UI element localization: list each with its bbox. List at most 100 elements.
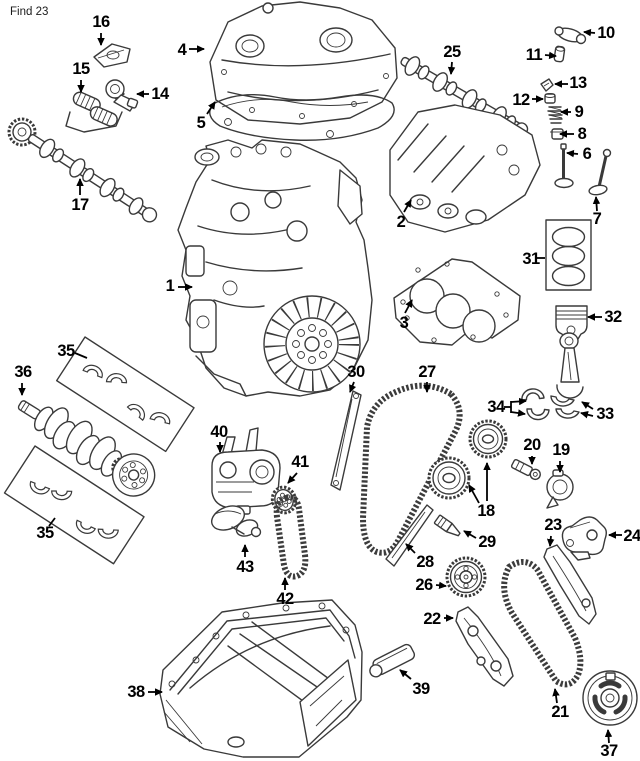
callout-30-arrow: [349, 381, 357, 393]
callout-38[interactable]: 38: [127, 683, 145, 701]
part-oil-pump-chain-42: [273, 494, 309, 580]
callout-6[interactable]: 6: [583, 145, 593, 163]
callout-26[interactable]: 26: [415, 576, 433, 594]
callout-6-arrow: [566, 149, 579, 158]
callout-32[interactable]: 32: [604, 308, 622, 326]
part-main-bearing-set-lower: [3, 445, 145, 565]
part-intake-valve-6: [554, 143, 574, 189]
callout-39-arrow: [399, 669, 412, 680]
callout-18[interactable]: 18: [477, 502, 495, 520]
callout-23[interactable]: 23: [544, 516, 562, 534]
callout-41[interactable]: 41: [291, 453, 309, 471]
part-main-bearing-set-upper: [55, 336, 195, 453]
callout-14[interactable]: 14: [151, 85, 170, 103]
callout-37-arrow: [604, 729, 613, 744]
callout-43[interactable]: 43: [236, 558, 254, 576]
callout-12[interactable]: 12: [512, 91, 530, 109]
part-valve-lifter-11: [553, 45, 566, 63]
callout-19[interactable]: 19: [552, 441, 570, 459]
part-sensor-14: [105, 79, 139, 112]
parts-layer: [3, 1, 638, 758]
part-valve-spring-9: [547, 106, 563, 124]
callout-15[interactable]: 15: [72, 60, 90, 78]
callout-layer: 1234567891011121314151617181920212223242…: [14, 13, 640, 760]
callout-23-arrow: [546, 535, 555, 547]
callout-3[interactable]: 3: [400, 314, 410, 332]
part-exhaust-valve-7: [588, 148, 612, 196]
callout-35-leader: [74, 352, 88, 359]
part-camshaft-17: [7, 117, 158, 223]
callout-33-arrow: [580, 411, 594, 419]
callout-34[interactable]: 34: [487, 398, 506, 416]
callout-35[interactable]: 35: [57, 342, 75, 360]
callout-2[interactable]: 2: [397, 213, 407, 231]
callout-1[interactable]: 1: [166, 277, 176, 295]
callout-7[interactable]: 7: [593, 210, 603, 228]
part-cylinder-head: [389, 104, 541, 233]
callout-9[interactable]: 9: [575, 103, 585, 121]
callout-21[interactable]: 21: [551, 703, 569, 721]
part-rocker-arm-10: [554, 26, 587, 45]
callout-39[interactable]: 39: [412, 680, 430, 698]
callout-8[interactable]: 8: [578, 125, 588, 143]
part-guide-rail-28: [385, 504, 434, 567]
part-engine-block-1: [177, 139, 373, 397]
callout-28[interactable]: 28: [416, 553, 434, 571]
callout-25[interactable]: 25: [443, 43, 461, 61]
callout-5[interactable]: 5: [197, 114, 207, 132]
part-tensioner-19: [546, 469, 574, 509]
callout-35[interactable]: 35: [36, 524, 54, 542]
part-plug-39: [369, 643, 416, 678]
callout-31[interactable]: 31: [522, 250, 540, 268]
callout-35-leader: [48, 517, 56, 527]
callout-37[interactable]: 37: [600, 742, 618, 760]
callout-40[interactable]: 40: [210, 423, 228, 441]
part-sprocket-26: [445, 556, 487, 598]
callout-10-arrow: [583, 28, 596, 37]
callout-3-arrow: [404, 299, 413, 314]
part-head-gasket-3: [393, 258, 521, 346]
callout-29[interactable]: 29: [478, 533, 496, 551]
part-bracket-16: [93, 43, 131, 68]
callout-33-arrow: [581, 401, 594, 410]
callout-21-arrow: [552, 688, 560, 704]
callout-30[interactable]: 30: [347, 363, 365, 381]
part-spring-retainer-12: [544, 93, 556, 104]
callout-20[interactable]: 20: [523, 436, 541, 454]
part-crank-sprocket-18-lower: [427, 456, 471, 500]
callout-22[interactable]: 22: [423, 610, 441, 628]
part-timing-chain-21: [501, 559, 584, 688]
part-crankshaft-36: [17, 400, 156, 497]
callout-27[interactable]: 27: [418, 363, 436, 381]
part-balance-weight-43: [211, 505, 262, 538]
callout-33[interactable]: 33: [596, 405, 614, 423]
part-valve-cover: [209, 1, 398, 125]
callout-36[interactable]: 36: [14, 363, 32, 381]
callout-11-arrow: [544, 51, 557, 60]
callout-34-arrow: [510, 409, 526, 417]
callout-17[interactable]: 17: [71, 196, 89, 214]
callout-7-arrow: [592, 196, 601, 212]
callout-5-arrow: [206, 101, 216, 115]
part-crank-sprocket-18-upper: [468, 419, 508, 459]
part-guide-rail-30: [330, 390, 362, 491]
callout-26-arrow: [435, 581, 447, 590]
callout-2-arrow: [403, 199, 412, 213]
part-valve-keeper-13: [540, 78, 554, 92]
callout-18-arrow: [468, 484, 480, 504]
callout-24[interactable]: 24: [623, 527, 640, 545]
part-piston-ring-set-31: [545, 219, 592, 291]
callout-10[interactable]: 10: [597, 24, 615, 42]
part-crank-pulley-37: [582, 670, 638, 726]
part-tensioner-rail-22: [455, 606, 514, 687]
part-bolt-29: [433, 514, 461, 537]
callout-16[interactable]: 16: [92, 13, 110, 31]
callout-13[interactable]: 13: [569, 74, 587, 92]
callout-42[interactable]: 42: [276, 590, 294, 608]
part-guide-rail-23: [543, 544, 597, 625]
callout-4[interactable]: 4: [178, 41, 189, 59]
callout-25-arrow: [447, 61, 456, 75]
callout-41-arrow: [287, 472, 298, 484]
callout-11[interactable]: 11: [526, 46, 543, 64]
